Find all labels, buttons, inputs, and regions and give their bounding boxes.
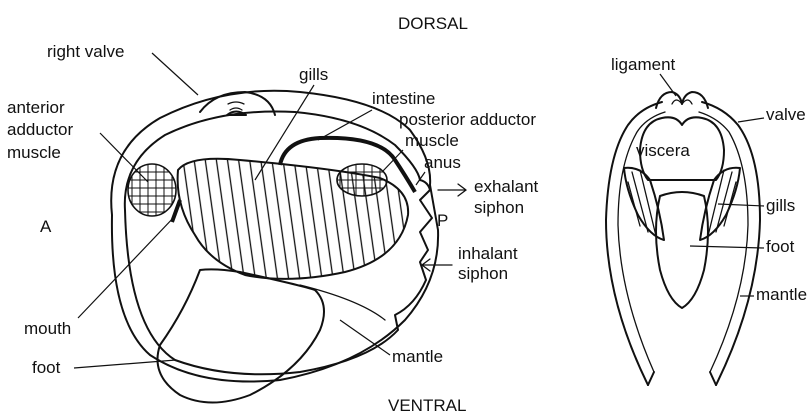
label-mantle-side: mantle xyxy=(392,347,443,366)
section-view xyxy=(606,92,760,385)
inhalant-arrow xyxy=(422,259,452,271)
label-posterior-adductor-2: muscle xyxy=(405,131,459,150)
foot-side xyxy=(158,269,325,402)
label-foot-side: foot xyxy=(32,358,61,377)
ligament xyxy=(656,92,708,108)
label-dorsal: DORSAL xyxy=(398,14,468,33)
side-view xyxy=(111,91,438,403)
label-anterior: A xyxy=(40,217,52,236)
label-right-valve: right valve xyxy=(47,42,124,61)
label-viscera: viscera xyxy=(636,141,690,160)
anterior-adductor xyxy=(128,164,176,216)
label-mouth: mouth xyxy=(24,319,71,338)
label-foot-section: foot xyxy=(766,237,795,256)
label-inhalant-2: siphon xyxy=(458,264,508,283)
label-ventral: VENTRAL xyxy=(388,396,466,415)
label-intestine: intestine xyxy=(372,89,435,108)
label-gills-section: gills xyxy=(766,196,795,215)
label-exhalant-1: exhalant xyxy=(474,177,539,196)
label-anus: anus xyxy=(424,153,461,172)
label-valve: valve xyxy=(766,105,806,124)
label-anterior-adductor-2: adductor xyxy=(7,120,73,139)
label-posterior: P xyxy=(437,211,448,230)
label-mantle-section: mantle xyxy=(756,285,807,304)
label-anterior-adductor-3: muscle xyxy=(7,143,61,162)
label-exhalant-2: siphon xyxy=(474,198,524,217)
label-posterior-adductor-1: posterior adductor xyxy=(399,110,536,129)
label-gills-side: gills xyxy=(299,65,328,84)
label-ligament: ligament xyxy=(611,55,676,74)
foot-section xyxy=(656,192,708,308)
label-anterior-adductor-1: anterior xyxy=(7,98,65,117)
label-inhalant-1: inhalant xyxy=(458,244,518,263)
exhalant-arrow xyxy=(438,184,466,196)
